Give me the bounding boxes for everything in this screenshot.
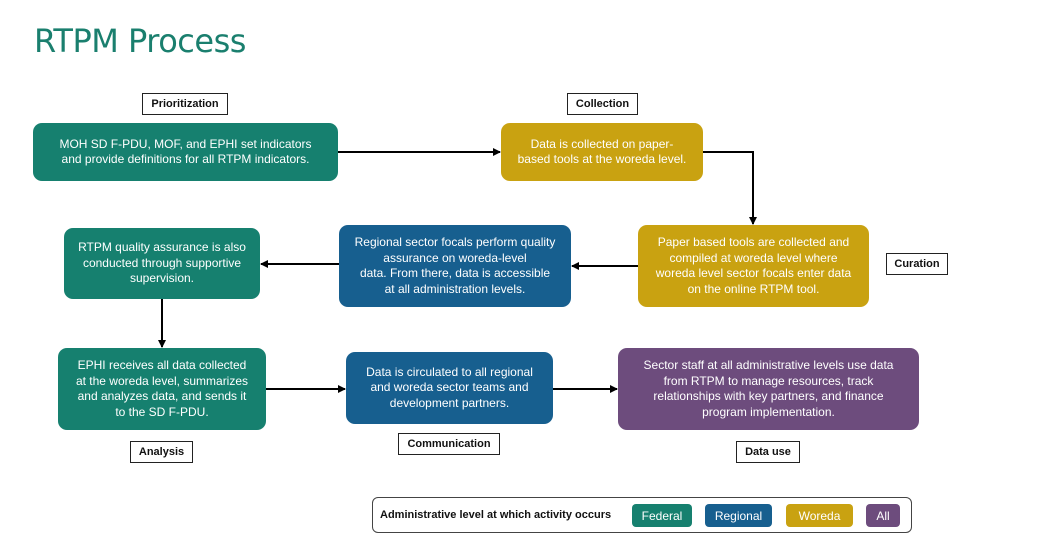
legend-chip-federal: Federal: [632, 504, 692, 527]
analysis-box: EPHI receives all data collected at the …: [58, 348, 266, 430]
arrow-collection-to-curation: [703, 151, 757, 225]
stage-label-curation: Curation: [886, 253, 948, 275]
data-use-box: Sector staff at all administrative level…: [618, 348, 919, 430]
legend: Administrative level at which activity o…: [372, 497, 912, 533]
legend-chip-regional: Regional: [705, 504, 772, 527]
stage-label-communication: Communication: [398, 433, 500, 455]
communication-box: Data is circulated to all regional and w…: [346, 352, 553, 424]
stage-label-collection: Collection: [567, 93, 638, 115]
stage-label-data-use: Data use: [736, 441, 800, 463]
regional-qa-box: Regional sector focals perform quality a…: [339, 225, 571, 307]
collection-box: Data is collected on paper- based tools …: [501, 123, 703, 181]
prioritization-box: MOH SD F-PDU, MOF, and EPHI set indicato…: [33, 123, 338, 181]
page-title: RTPM Process: [34, 22, 246, 60]
legend-title: Administrative level at which activity o…: [380, 509, 612, 521]
stage-label-prioritization: Prioritization: [142, 93, 228, 115]
supportive-supervision-box: RTPM quality assurance is also conducted…: [64, 228, 260, 299]
legend-chip-all: All: [866, 504, 900, 527]
curation-box: Paper based tools are collected and comp…: [638, 225, 869, 307]
legend-chip-woreda: Woreda: [786, 504, 853, 527]
stage-label-analysis: Analysis: [130, 441, 193, 463]
